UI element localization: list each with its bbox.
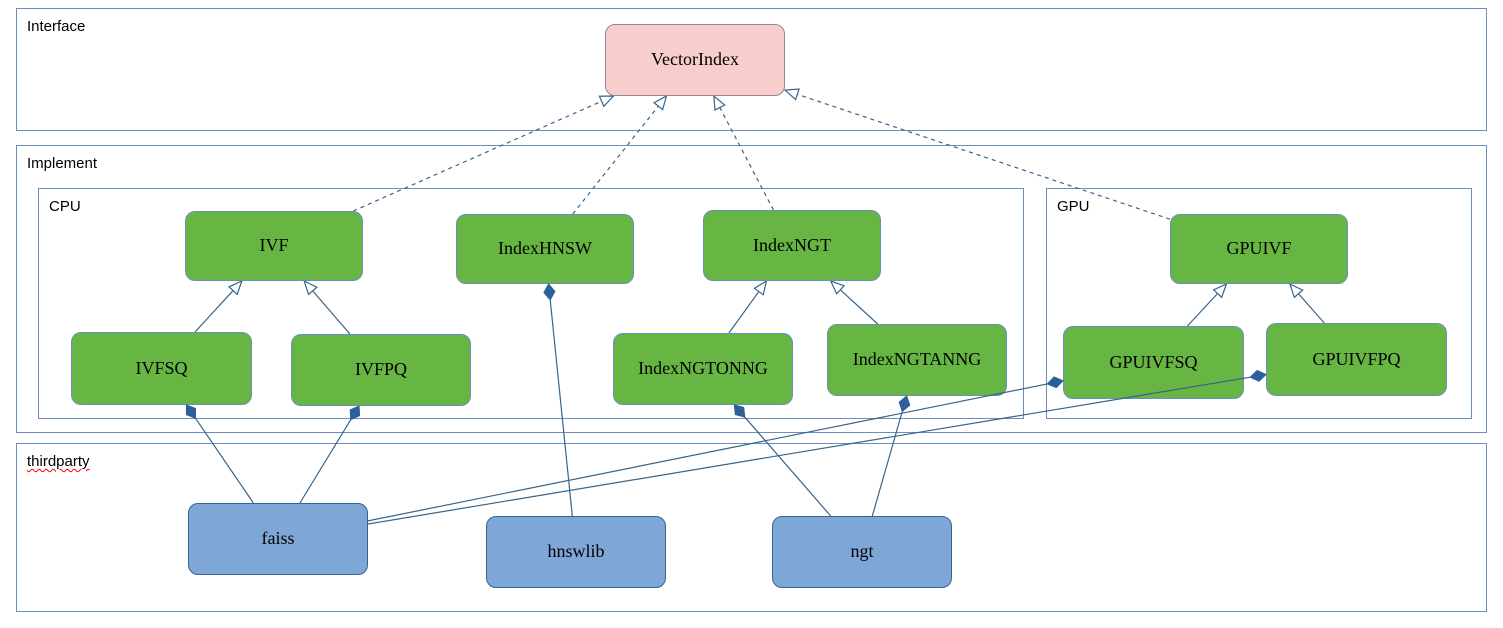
panel-label-interface: Interface xyxy=(27,18,86,35)
class-node-label: GPUIVFSQ xyxy=(1109,351,1198,372)
class-node-indexngtonng[interactable]: IndexNGTONNG xyxy=(613,333,793,405)
panel-label-thirdparty: thirdparty xyxy=(27,453,90,470)
class-node-label: GPUIVFPQ xyxy=(1312,348,1401,369)
class-node-gpuivfsq[interactable]: GPUIVFSQ xyxy=(1063,326,1244,399)
panel-label-implement: Implement xyxy=(27,155,98,172)
class-node-label: IVF xyxy=(259,235,289,256)
panel-gpu xyxy=(1046,188,1472,419)
class-node-ngt[interactable]: ngt xyxy=(772,516,952,588)
class-node-ivfsq[interactable]: IVFSQ xyxy=(71,332,252,405)
class-node-gpuivf[interactable]: GPUIVF xyxy=(1170,214,1348,284)
class-node-label: IndexNGTANNG xyxy=(852,349,982,370)
class-node-label: IndexNGT xyxy=(753,234,831,255)
class-node-gpuivfpq[interactable]: GPUIVFPQ xyxy=(1266,323,1447,396)
panel-label-cpu: CPU xyxy=(49,198,81,215)
class-node-label: hnswlib xyxy=(547,541,605,562)
class-node-hnswlib[interactable]: hnswlib xyxy=(486,516,666,588)
class-node-label: VectorIndex xyxy=(651,49,739,70)
class-node-label: IndexNGTONNG xyxy=(638,358,768,379)
class-node-indexngtanng[interactable]: IndexNGTANNG xyxy=(827,324,1007,396)
class-node-label: faiss xyxy=(261,528,295,549)
class-node-ivfpq[interactable]: IVFPQ xyxy=(291,334,471,406)
class-node-label: GPUIVF xyxy=(1226,238,1292,259)
class-node-ivf[interactable]: IVF xyxy=(185,211,363,281)
class-node-indexhnsw[interactable]: IndexHNSW xyxy=(456,214,634,284)
panel-label-gpu: GPU xyxy=(1057,198,1090,215)
class-node-label: ngt xyxy=(850,541,874,562)
class-node-vectorindex[interactable]: VectorIndex xyxy=(605,24,785,96)
class-node-label: IndexHNSW xyxy=(498,238,592,259)
class-node-indexngt[interactable]: IndexNGT xyxy=(703,210,881,281)
class-node-label: IVFSQ xyxy=(135,357,188,378)
class-node-label: IVFPQ xyxy=(354,359,407,380)
class-node-faiss[interactable]: faiss xyxy=(188,503,368,575)
